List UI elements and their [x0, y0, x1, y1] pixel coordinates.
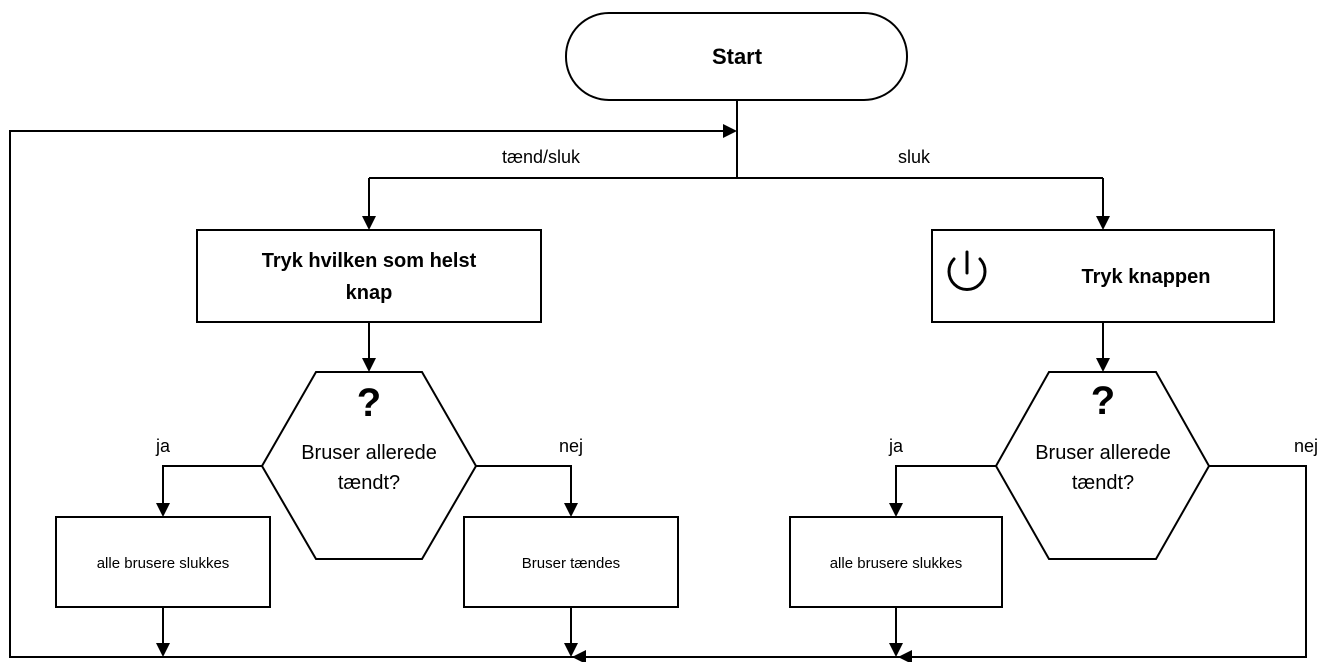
left-yes-box-text: alle brusere slukkes — [97, 555, 230, 572]
arrowhead-left-no-box — [564, 503, 578, 517]
left-decision-text-line-2: tændt? — [338, 472, 400, 494]
right-yes-box: alle brusere slukkes — [789, 516, 1003, 608]
edge-label-left: tænd/sluk — [502, 147, 581, 167]
arrowhead-right-decision — [1096, 358, 1110, 372]
arrowhead-bottom-left-merge — [572, 650, 586, 662]
right-decision-text-line-1: Bruser allerede — [1035, 442, 1171, 464]
left-decision-text-line-1: Bruser allerede — [301, 442, 437, 464]
right-yes-box-text: alle brusere slukkes — [830, 555, 963, 572]
arrowhead-left-no-bottom — [564, 643, 578, 657]
right-action-text: Tryk knappen — [1082, 266, 1211, 288]
right-decision: ? Bruser allerede tændt? — [994, 371, 1211, 560]
start-label: Start — [712, 44, 763, 69]
left-action-text-line-1: Tryk hvilken som helst — [262, 250, 477, 272]
power-icon — [947, 250, 987, 291]
left-no-line — [476, 465, 572, 505]
right-no-line — [905, 465, 1307, 658]
arrowhead-right-action — [1096, 216, 1110, 230]
left-action-box: Tryk hvilken som helst knap — [196, 229, 542, 323]
left-decision: ? Bruser allerede tændt? — [260, 371, 478, 560]
arrowhead-left-action — [362, 216, 376, 230]
left-yes-box: alle brusere slukkes — [55, 516, 271, 608]
left-decision-symbol: ? — [357, 381, 381, 425]
left-no-box-text: Bruser tændes — [522, 555, 620, 572]
arrowhead-left-decision — [362, 358, 376, 372]
arrowhead-loop-return — [723, 124, 737, 138]
arrowhead-left-yes-box — [156, 503, 170, 517]
arrowhead-right-yes-box — [889, 503, 903, 517]
right-action-box: Tryk knappen — [931, 229, 1275, 323]
left-action-text-line-2: knap — [346, 282, 393, 304]
arrowhead-right-yes-bottom — [889, 643, 903, 657]
right-decision-symbol: ? — [1091, 379, 1115, 423]
arrowhead-left-yes-bottom — [156, 643, 170, 657]
left-yes-line — [162, 465, 262, 505]
connectors — [9, 100, 1307, 658]
arrowhead-bottom-right-merge — [898, 650, 912, 662]
right-no-label: nej — [1294, 436, 1318, 456]
edge-label-right: sluk — [898, 147, 931, 167]
start-node: Start — [565, 12, 908, 101]
arrowheads — [156, 124, 1110, 662]
right-yes-label: ja — [888, 436, 904, 456]
left-yes-label: ja — [155, 436, 171, 456]
right-yes-line — [895, 465, 996, 505]
bottom-return-line — [9, 130, 905, 658]
left-no-box: Bruser tændes — [463, 516, 679, 608]
left-no-label: nej — [559, 436, 583, 456]
right-decision-text-line-2: tændt? — [1072, 472, 1134, 494]
